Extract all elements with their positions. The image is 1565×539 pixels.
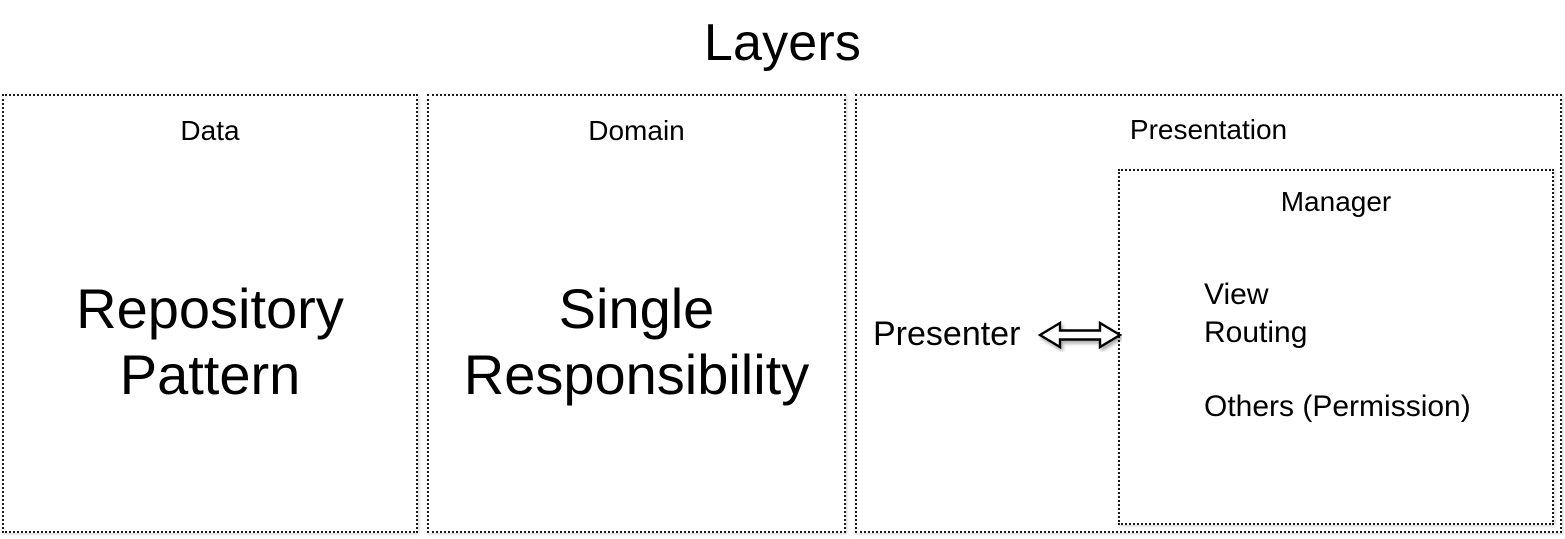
manager-item-view: View	[1204, 278, 1269, 311]
page-title: Layers	[703, 14, 862, 72]
manager-item-routing: Routing	[1204, 316, 1308, 349]
layer-box-presentation: Presentation Manager View Routing Others…	[855, 94, 1562, 533]
layer-header-domain: Domain	[588, 115, 685, 146]
manager-item-others-permission: Others (Permission)	[1204, 390, 1471, 423]
bidirectional-arrow-icon	[1038, 318, 1122, 352]
layer-header-presentation: Presentation	[1129, 114, 1288, 145]
layer-body-data: Repository Pattern	[76, 277, 344, 406]
manager-item-list: View Routing Others (Permission)	[1204, 276, 1471, 426]
layer-body-domain: Single Responsibility	[463, 277, 810, 406]
layer-header-data: Data	[180, 115, 240, 146]
manager-header: Manager	[1280, 186, 1392, 217]
layer-box-domain: Domain Single Responsibility	[427, 94, 846, 533]
layer-box-data: Data Repository Pattern	[2, 94, 418, 533]
presenter-label: Presenter	[873, 315, 1021, 353]
manager-box: Manager View Routing Others (Permission)	[1118, 169, 1554, 525]
